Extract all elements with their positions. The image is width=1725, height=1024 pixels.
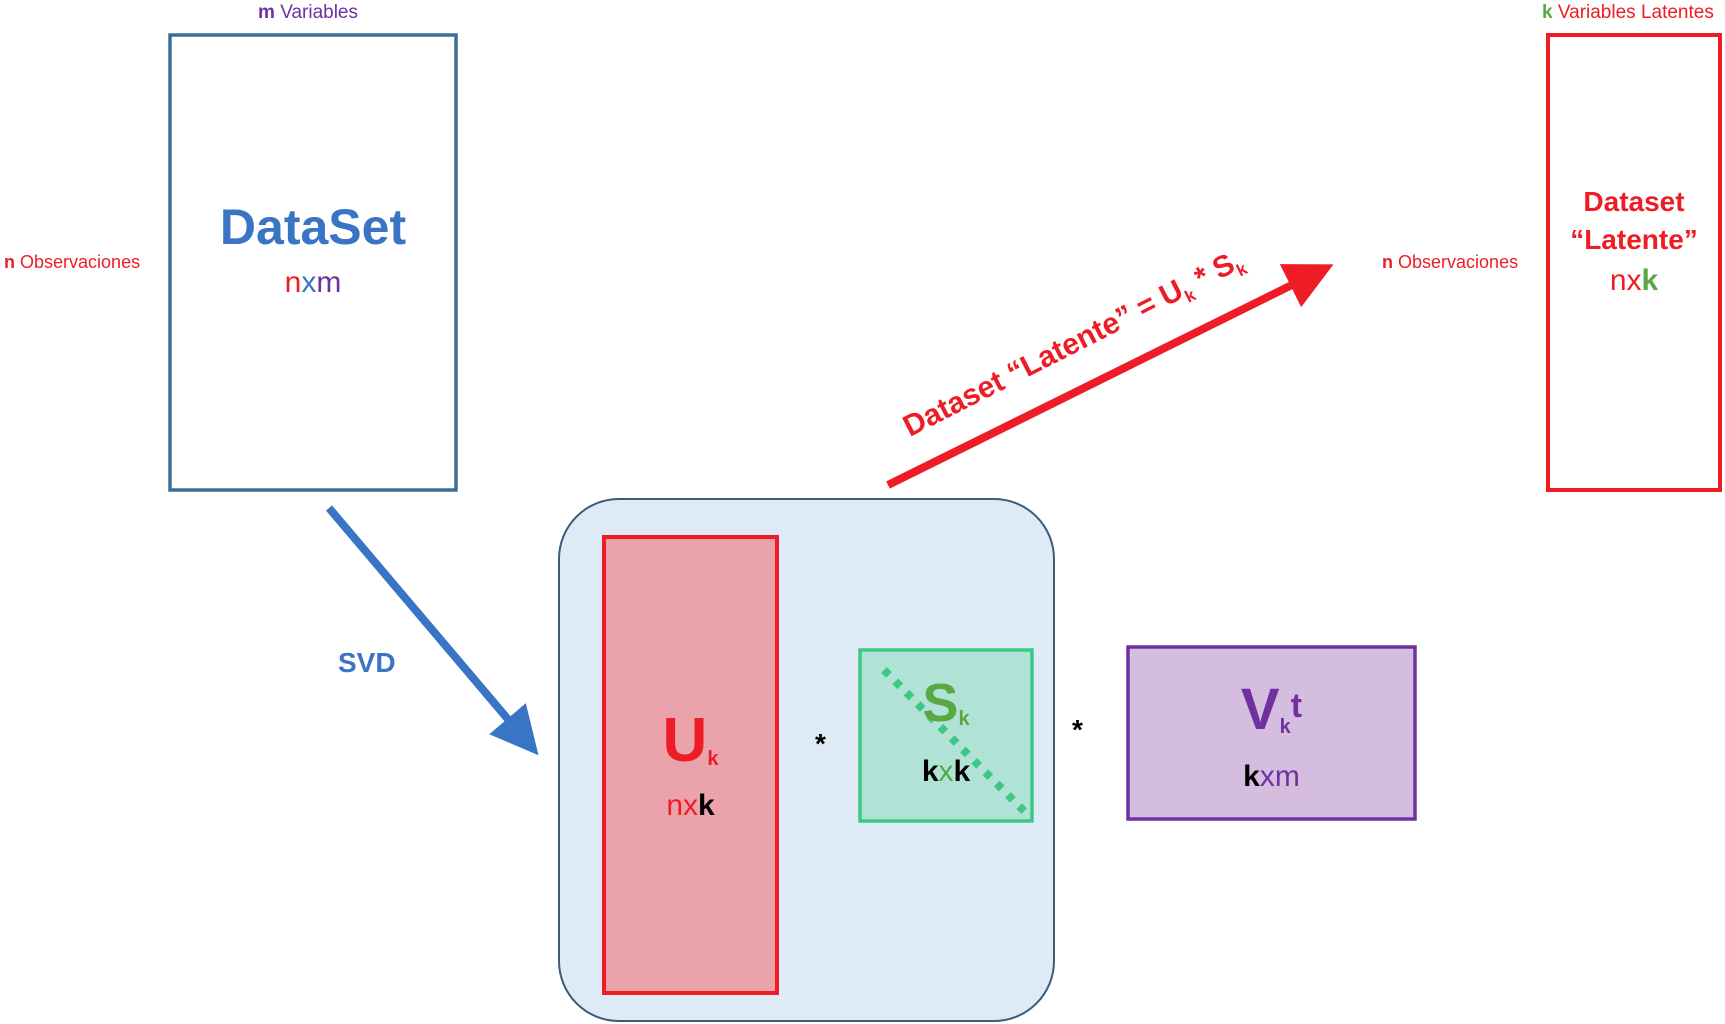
- s-diagonal: [881, 667, 1028, 815]
- v-letter: V: [1240, 677, 1280, 742]
- dim-n: n: [666, 789, 683, 822]
- m-variables-label: m Variables: [258, 2, 358, 24]
- n-observaciones-left-label: n Observaciones: [4, 252, 140, 273]
- n-letter: n: [1382, 252, 1393, 272]
- s-letter: S: [922, 673, 959, 733]
- latent-dim: nxk: [1548, 264, 1720, 298]
- observaciones-text: Observaciones: [1398, 252, 1519, 272]
- svd-arrow: [325, 505, 539, 756]
- dim-k1: k: [921, 755, 939, 788]
- dim-x: x: [301, 266, 317, 299]
- v-sup: t: [1290, 686, 1303, 725]
- k-letter: k: [1542, 2, 1553, 23]
- latent-arrow: [886, 264, 1334, 489]
- dataset-box: [168, 33, 458, 492]
- u-letter: U: [662, 706, 708, 775]
- n-observaciones-right-label: n Observaciones: [1382, 252, 1518, 273]
- s-sub: k: [958, 708, 970, 731]
- dim-n: n: [1609, 264, 1627, 297]
- s-dim: kxk: [860, 755, 1032, 789]
- dim-x: x: [1626, 264, 1642, 297]
- v-matrix-box: [1126, 645, 1417, 821]
- operator-2: *: [1072, 714, 1083, 745]
- latent-title-line2: “Latente”: [1570, 224, 1698, 255]
- dim-k2: k: [953, 755, 971, 788]
- latent-title-line1: Dataset: [1583, 186, 1685, 217]
- m-letter: m: [258, 2, 275, 23]
- dataset-dim: nxm: [170, 266, 456, 300]
- dim-x: x: [1259, 760, 1275, 793]
- n-letter: n: [4, 252, 15, 272]
- operator-1: *: [815, 728, 826, 759]
- svd-label: SVD: [338, 647, 396, 678]
- latent-dataset-box: [1546, 33, 1722, 492]
- dim-m: m: [316, 266, 342, 299]
- v-sub: k: [1279, 716, 1291, 739]
- dim-x: x: [938, 755, 954, 788]
- dim-n: n: [284, 266, 302, 299]
- s-symbol: Sk: [860, 672, 1032, 734]
- v-symbol: Vkt: [1128, 676, 1415, 743]
- v-dim: kxm: [1128, 760, 1415, 794]
- k-variables-latentes-label: k Variables Latentes: [1542, 2, 1714, 24]
- dim-k: k: [1641, 264, 1659, 297]
- u-symbol: Uk: [604, 705, 777, 776]
- u-matrix-box: [602, 535, 779, 995]
- u-sub: k: [707, 748, 719, 771]
- dim-k: k: [1243, 760, 1260, 793]
- observaciones-text: Observaciones: [20, 252, 141, 272]
- variables-text: Variables: [280, 2, 358, 23]
- s-matrix-box: [858, 648, 1034, 823]
- variables-latentes-text: Variables Latentes: [1557, 2, 1714, 23]
- dim-k: k: [698, 789, 715, 822]
- dataset-title: DataSet: [219, 199, 407, 255]
- u-dim: nxk: [604, 789, 777, 823]
- dim-m: m: [1274, 760, 1300, 793]
- dim-x: x: [683, 789, 698, 822]
